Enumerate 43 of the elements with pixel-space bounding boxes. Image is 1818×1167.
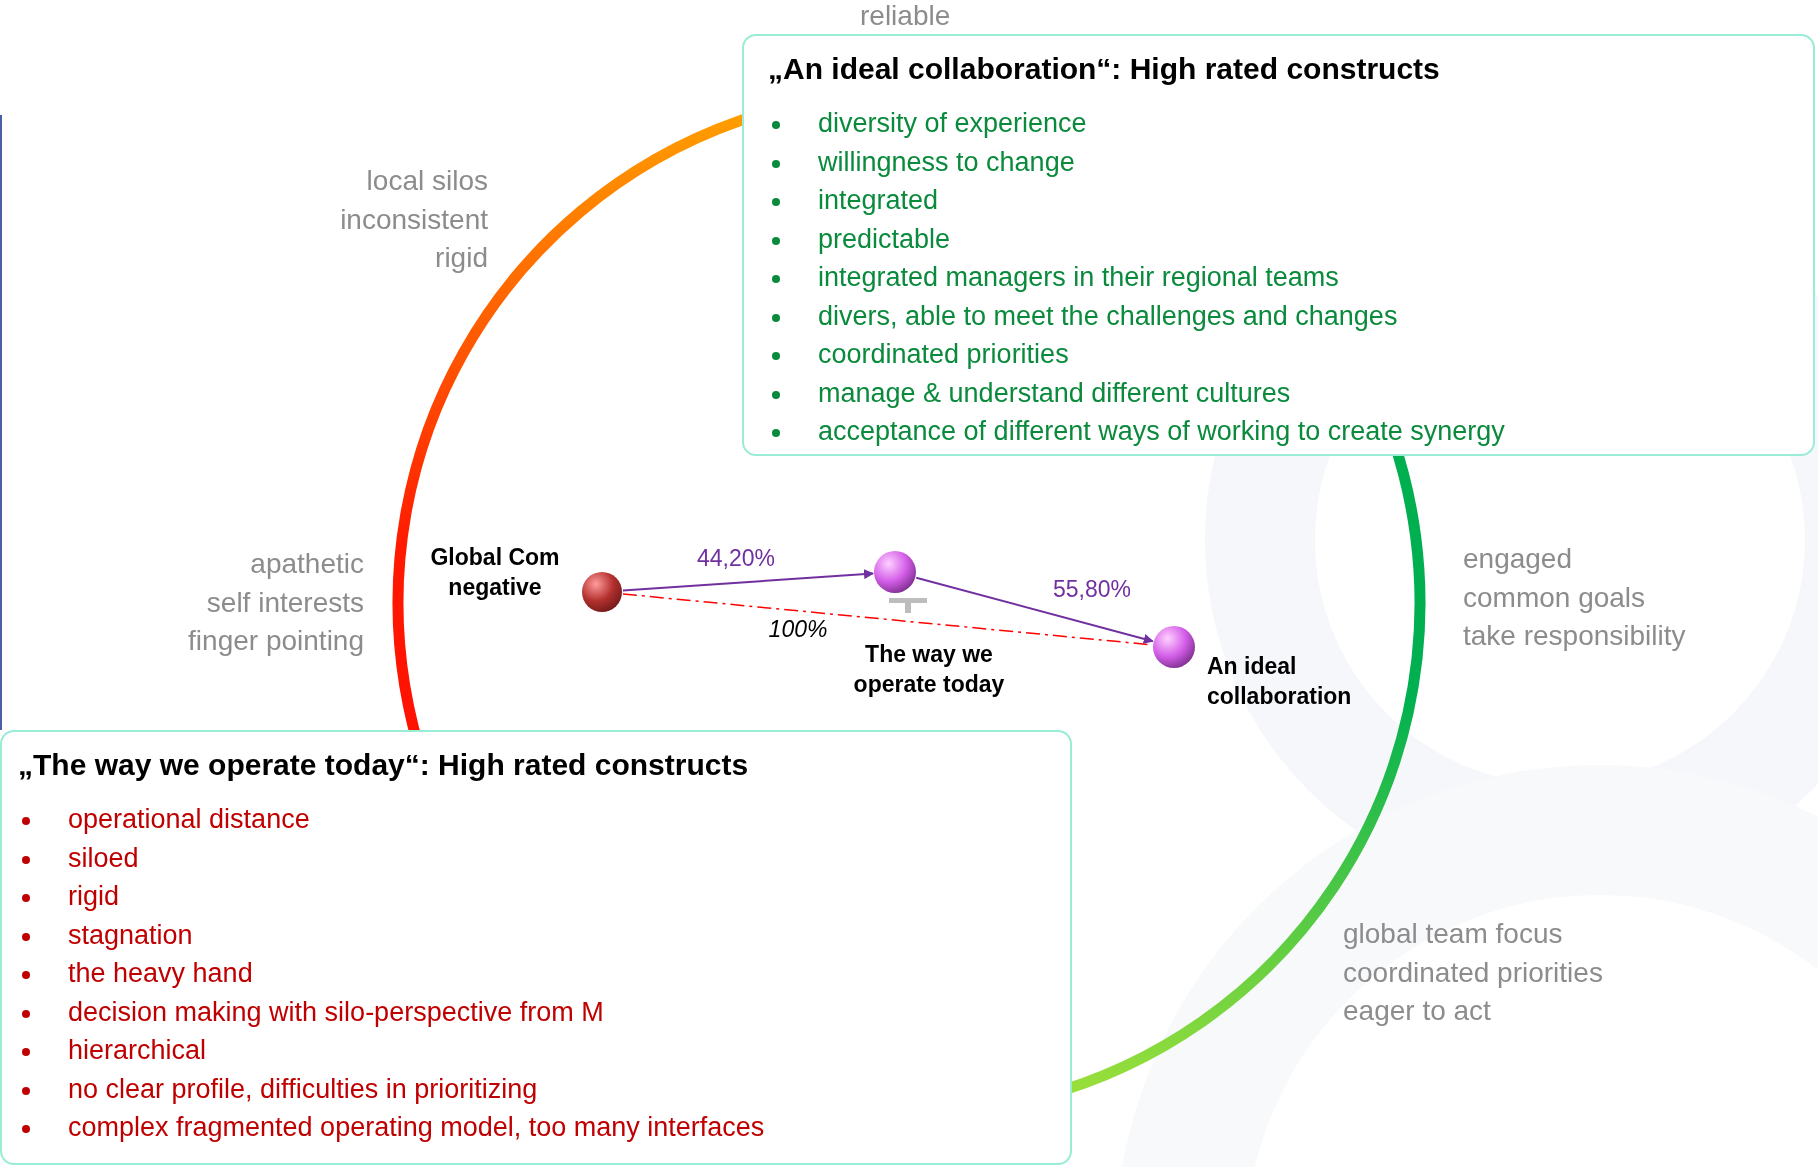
text-panel xyxy=(0,730,1072,1165)
rating-word: inconsistent xyxy=(340,203,488,236)
panel-heading: „An ideal collaboration“: High rated constructs xyxy=(768,52,1440,86)
list-item: decision making with silo-perspective from M xyxy=(68,996,604,1028)
arrow xyxy=(915,576,1154,644)
rating-word: take responsibility xyxy=(1463,620,1686,652)
rating-word: global team focus xyxy=(1343,918,1563,950)
edge-label: 100% xyxy=(768,615,828,643)
list-item: complex fragmented operating model, too many interfaces xyxy=(68,1112,765,1143)
rating-word: reliable xyxy=(860,0,951,32)
text-panel xyxy=(742,34,1815,456)
rating-word: rigid xyxy=(435,242,488,274)
list-item: no clear profile, difficulties in prioritizing xyxy=(68,1073,538,1105)
node-label: An ideal collaboration xyxy=(1207,652,1353,711)
list-item: integrated managers in their regional teams xyxy=(818,262,1339,293)
rating-word: self interests xyxy=(206,586,364,619)
list-item: operational distance xyxy=(68,804,310,835)
list-item: stagnation xyxy=(68,919,193,951)
panel-heading: „The way we operate today“: High rated constructs xyxy=(18,748,749,782)
list-item: manage & understand different cultures xyxy=(818,377,1291,409)
rating-word: finger pointing xyxy=(188,625,364,657)
list-item: diversity of experience xyxy=(818,108,1087,139)
list-item: acceptance of different ways of working to create synergy xyxy=(818,416,1505,447)
list-item: coordinated priorities xyxy=(818,339,1069,370)
list-item: rigid xyxy=(68,881,120,912)
edge-label: 55,80% xyxy=(1053,575,1131,603)
list-item: hierarchical xyxy=(68,1035,207,1066)
rating-word: apathetic xyxy=(250,548,364,580)
node-label: The way we operate today xyxy=(852,640,1006,699)
rating-word: coordinated priorities xyxy=(1343,956,1603,989)
rating-word: engaged xyxy=(1463,543,1572,575)
arrow xyxy=(621,569,875,592)
node-label: Global Com negative xyxy=(429,543,561,602)
list-item: willingness to change xyxy=(818,146,1075,178)
list-item: divers, able to meet the challenges and changes xyxy=(818,300,1398,332)
list-item: siloed xyxy=(68,842,139,874)
list-item: integrated xyxy=(818,185,939,216)
rating-word: eager to act xyxy=(1343,995,1491,1027)
list-item: predictable xyxy=(818,223,951,255)
rating-word: common goals xyxy=(1463,581,1646,614)
list-item: the heavy hand xyxy=(68,958,253,989)
edge-label: 44,20% xyxy=(697,544,775,572)
rating-word: local silos xyxy=(366,165,488,197)
